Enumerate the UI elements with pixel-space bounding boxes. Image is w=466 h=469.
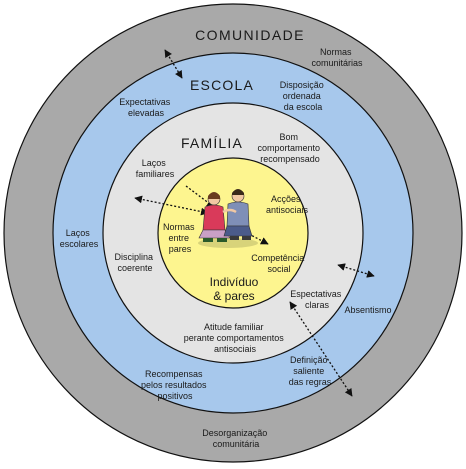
individual-title-line2: & pares — [213, 289, 254, 303]
individual-competence-label: Competência social — [251, 253, 307, 274]
individual-title-line1: Indivíduo — [210, 275, 259, 289]
family-expectations-label: Espectativas claras — [290, 289, 344, 310]
school-ties-label: Laços escolares — [60, 228, 99, 249]
school-rewards-label: Recompensas pelos resultados positivos — [141, 369, 209, 401]
individual-norms-label: Normas entre pares — [163, 222, 197, 254]
family-discipline-label: Disciplina coerente — [114, 252, 155, 273]
community-norms-label: Normas comunitárias — [311, 47, 363, 68]
community-disorganization-label: Desorganização comunitária — [202, 428, 270, 449]
school-rules-label: Definição saliente das regras — [289, 355, 332, 387]
school-absentism-label: Absentismo — [344, 305, 391, 315]
family-behavior-label: Bom comportamento recompensado — [257, 132, 322, 164]
school-order-label: Disposição ordenada da escola — [280, 80, 327, 112]
school-title: ESCOLA — [190, 77, 254, 93]
school-expectations-label: Expectativas elevadas — [119, 97, 173, 118]
arrow-family-individual — [185, 185, 215, 208]
individual-actions-label: Acções antisociais — [266, 194, 309, 215]
family-title: FAMÍLIA — [181, 135, 243, 151]
arrow-family-ties — [134, 195, 209, 216]
community-title: COMUNIDADE — [195, 27, 305, 43]
children-icon — [198, 189, 258, 248]
arrow-community-norms — [164, 49, 183, 79]
family-attitude-label: Atitude familiar perante comportamentos … — [184, 322, 287, 354]
arrow-rules — [289, 301, 353, 397]
family-ties-label: Laços familiares — [136, 158, 175, 179]
